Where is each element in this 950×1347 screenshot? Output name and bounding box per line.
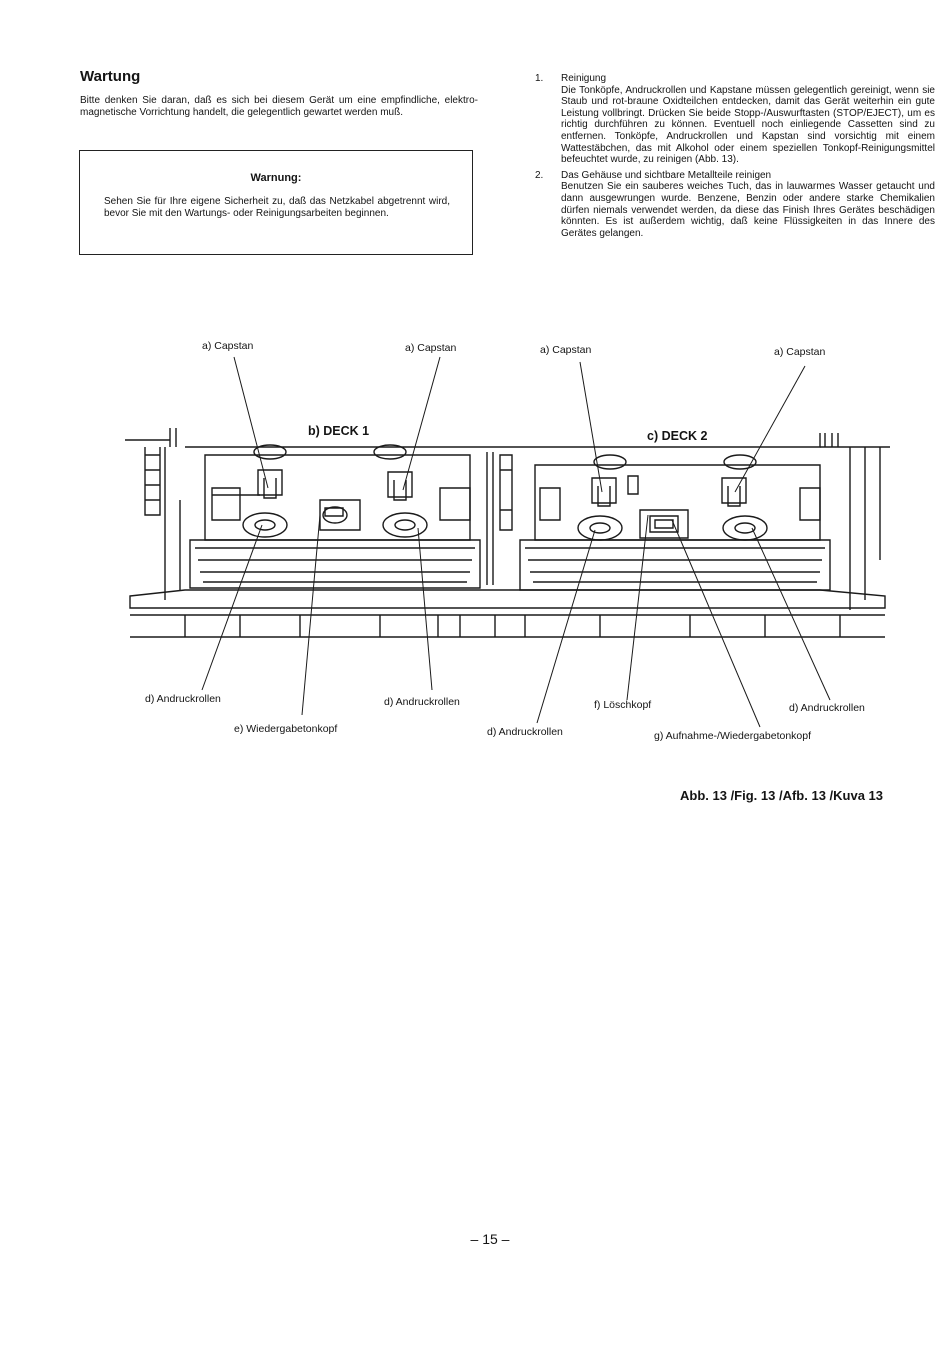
step-cleaning: 1. Reinigung Die Tonköpfe, Andruckrollen… (535, 73, 935, 166)
label-capstan-4: a) Capstan (774, 346, 826, 358)
label-capstan-2: a) Capstan (405, 342, 457, 354)
step-title: Das Gehäuse und sichtbare Metallteile re… (561, 169, 772, 181)
warning-title: Warnung: (250, 172, 302, 184)
figure-caption: Abb. 13 /Fig. 13 /Afb. 13 /Kuva 13 (680, 788, 884, 803)
step-text: Die Tonköpfe, Andruckrollen und Kapstane… (561, 84, 935, 166)
step-text: Benutzen Sie ein sauberes weiches Tuch, … (561, 181, 935, 239)
step-title: Reinigung (561, 73, 607, 84)
label-capstan-3: a) Capstan (540, 344, 592, 356)
section-heading: Wartung (80, 68, 141, 85)
label-playback-head: e) Wiedergabetonkopf (234, 723, 338, 735)
steps-list: 1. Reinigung Die Tonköpfe, Andruckrollen… (535, 73, 935, 242)
step-housing: 2. Das Gehäuse und sichtbare Metallteile… (535, 170, 935, 240)
label-deck-2: c) DECK 2 (647, 429, 708, 443)
intro-paragraph: Bitte denken Sie daran, daß es sich bei … (80, 95, 478, 118)
label-pinch-roller-1: d) Andruckrollen (145, 693, 221, 705)
label-capstan-1: a) Capstan (202, 340, 254, 352)
label-pinch-roller-2: d) Andruckrollen (384, 696, 460, 708)
label-erase-head: f) Löschkopf (594, 699, 652, 711)
step-number: 1. (535, 73, 544, 84)
label-rec-play-head: g) Aufnahme-/Wiedergabetonkopf (654, 730, 812, 742)
warning-text: Sehen Sie für Ihre eigene Sicherheit zu,… (104, 196, 450, 219)
warning-box: Warnung: Sehen Sie für Ihre eigene Siche… (79, 150, 473, 255)
label-deck-1: b) DECK 1 (308, 424, 370, 438)
page-number: – 15 – (470, 1231, 510, 1247)
label-pinch-roller-3: d) Andruckrollen (487, 726, 563, 738)
label-pinch-roller-4: d) Andruckrollen (789, 702, 865, 714)
step-number: 2. (535, 169, 544, 181)
